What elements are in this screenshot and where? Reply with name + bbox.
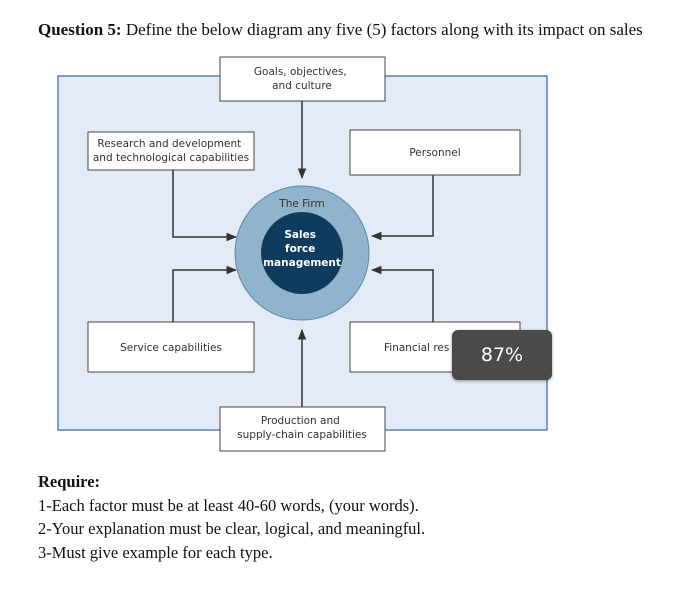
question-title: Question 5: Define the below diagram any… xyxy=(38,20,643,40)
question-text: Define the below diagram any five (5) fa… xyxy=(121,20,643,39)
box-goals xyxy=(219,56,386,102)
requirements-heading: Require: xyxy=(38,472,101,491)
box-financial-label: Financial res xyxy=(384,342,449,354)
requirements-section: Require: 1-Each factor must be at least … xyxy=(38,470,425,564)
box-service-label: Service capabilities xyxy=(120,342,222,354)
box-production-label: Production and supply-chain capabilities xyxy=(237,415,367,441)
ring-label: The Firm xyxy=(278,198,324,210)
core-label-line-3: management xyxy=(263,257,341,269)
requirement-item: 1-Each factor must be at least 40-60 wor… xyxy=(38,495,419,515)
box-goals-line-2: and culture xyxy=(272,80,332,92)
box-production-line-1: Production and xyxy=(261,415,340,427)
box-goals-label: Goals, objectives, and culture xyxy=(254,66,350,92)
core-label-line-1: Sales xyxy=(284,229,316,241)
box-personnel xyxy=(349,129,521,176)
box-research-label: Research and development and technologic… xyxy=(93,138,249,164)
sales-force-core xyxy=(261,212,343,294)
connector-lines xyxy=(172,101,434,407)
question-label: Question 5: xyxy=(38,20,122,39)
requirement-item: 3-Must give example for each type. xyxy=(38,542,273,562)
box-research-line-1: Research and development xyxy=(97,138,241,150)
requirement-item: 2-Your explanation must be clear, logica… xyxy=(38,519,426,538)
core-label-line-2: force xyxy=(285,243,315,255)
box-research-line-2: and technological capabilities xyxy=(93,152,249,164)
box-goals-line-1: Goals, objectives, xyxy=(254,66,347,78)
zoom-level-badge: 87% xyxy=(452,330,552,380)
core-label: Sales force management xyxy=(263,229,341,269)
box-personnel-label: Personnel xyxy=(409,147,460,159)
box-production xyxy=(219,406,386,452)
box-production-line-2: supply-chain capabilities xyxy=(237,429,367,441)
box-service xyxy=(87,321,255,373)
box-research xyxy=(87,131,255,171)
